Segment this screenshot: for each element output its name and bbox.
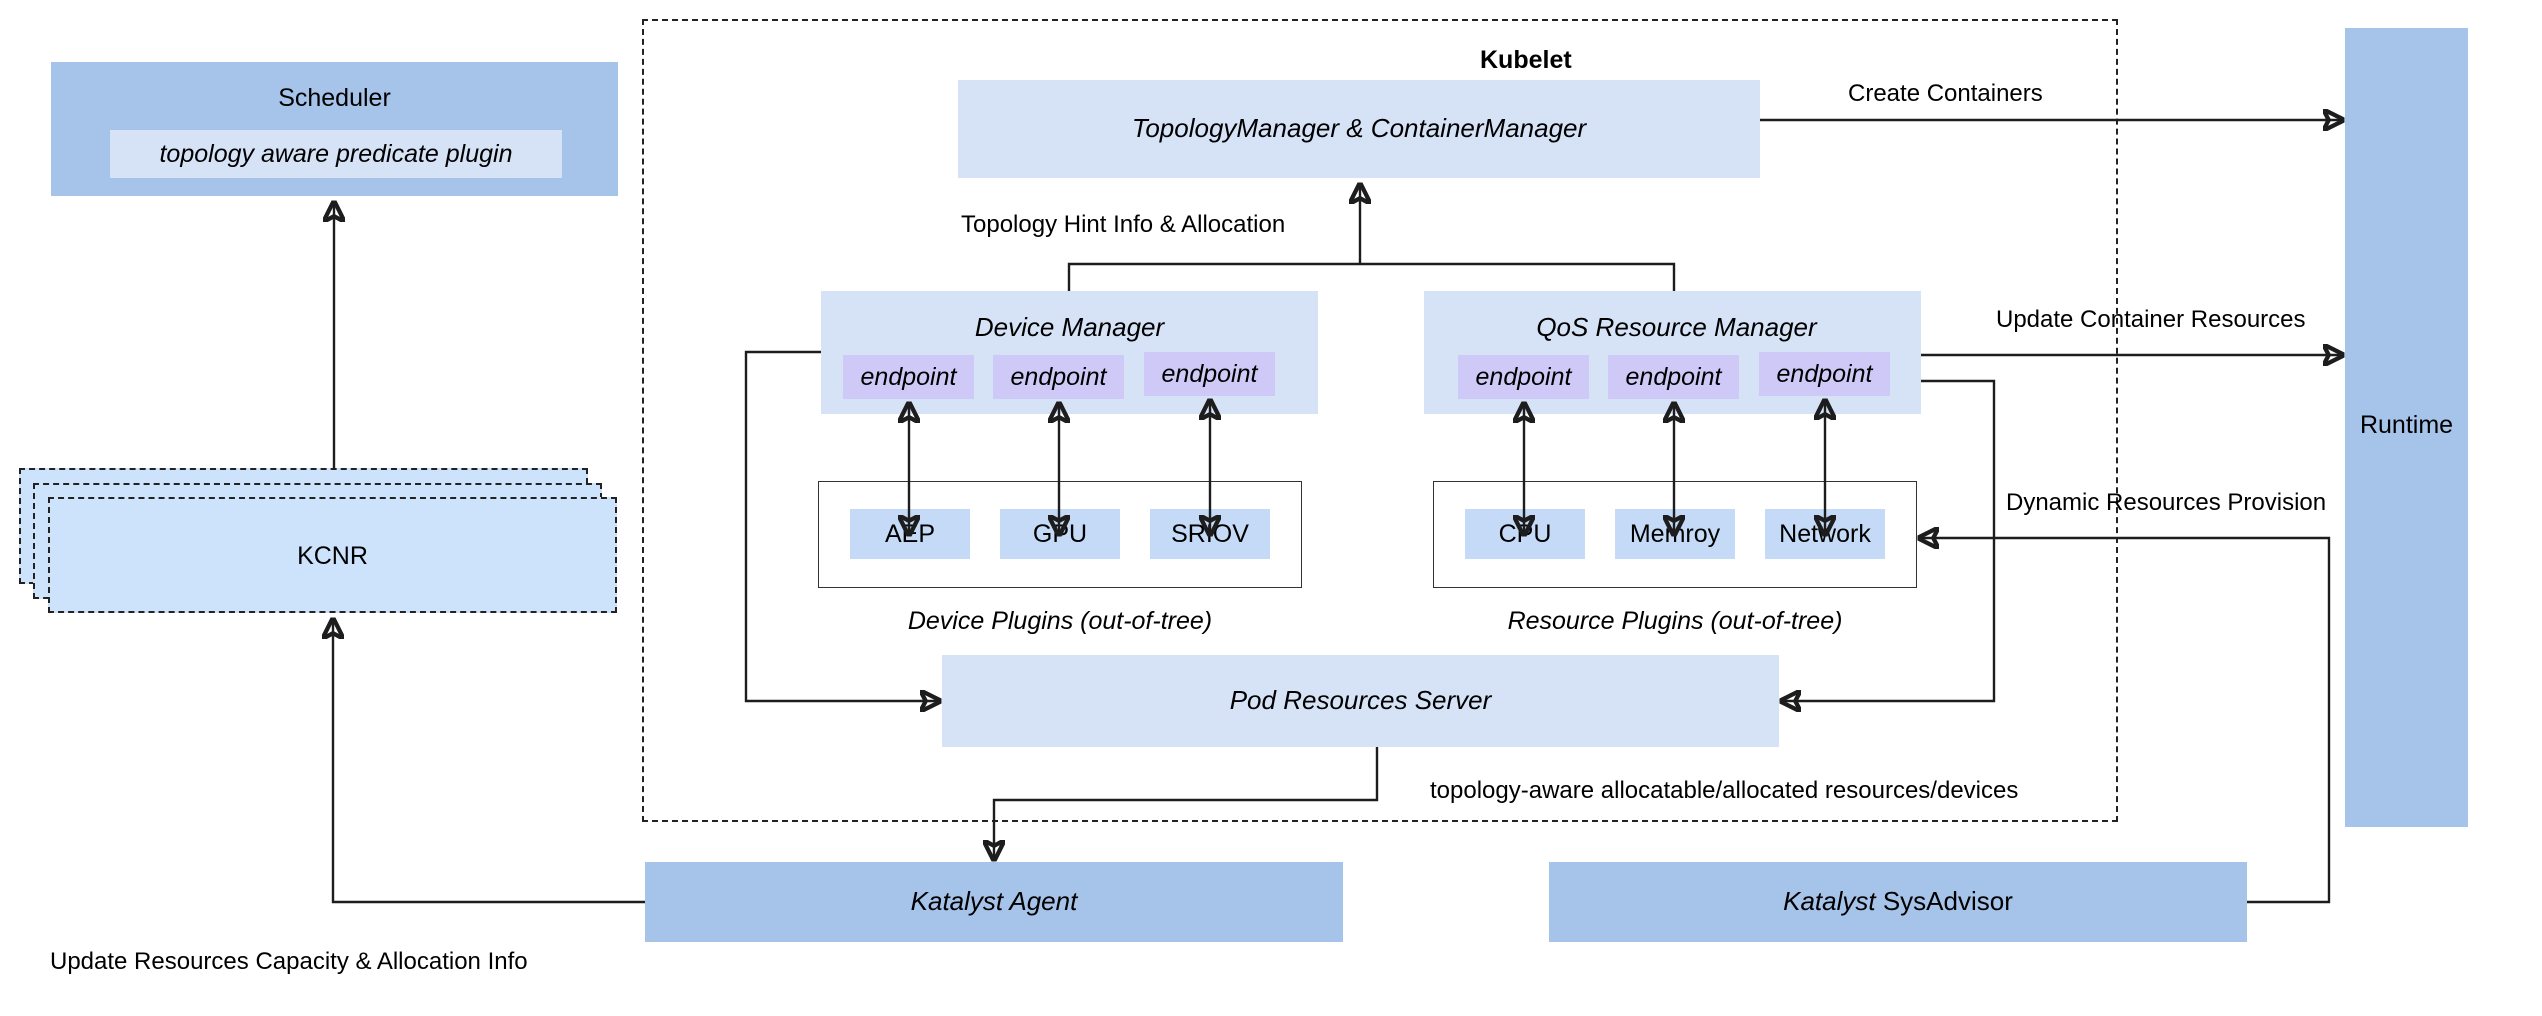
- device-endpoint-0-label: endpoint: [860, 362, 957, 391]
- scheduler-title: Scheduler: [278, 84, 391, 112]
- device-endpoint-2-label: endpoint: [1161, 359, 1258, 388]
- pod-resources-server-box[interactable]: Pod Resources Server: [942, 655, 1779, 747]
- edge-label-dynamic-resources-provision: Dynamic Resources Provision: [2006, 489, 2327, 516]
- scheduler-plugin-label: topology aware predicate plugin: [159, 139, 513, 168]
- topology-manager-box[interactable]: TopologyManager & ContainerManager: [958, 80, 1760, 178]
- device-plugin-sriov[interactable]: SRIOV: [1150, 509, 1270, 559]
- device-endpoint-0[interactable]: endpoint: [843, 355, 974, 399]
- resource-plugin-network[interactable]: Network: [1765, 509, 1885, 559]
- katalyst-sysadvisor-label-rest: SysAdvisor: [1875, 886, 2013, 917]
- edge-label-update-resources-capacity: Update Resources Capacity & Allocation I…: [50, 948, 528, 975]
- runtime-label: Runtime: [2359, 411, 2454, 439]
- katalyst-sysadvisor-label: Katalyst SysAdvisor: [1783, 886, 2013, 917]
- resource-plugins-caption: Resource Plugins (out-of-tree): [1507, 607, 1843, 635]
- pod-resources-server-label: Pod Resources Server: [1229, 685, 1492, 716]
- device-plugin-sriov-label: SRIOV: [1171, 519, 1249, 548]
- qos-endpoint-0-label: endpoint: [1475, 362, 1572, 391]
- device-plugin-aep[interactable]: AEP: [850, 509, 970, 559]
- katalyst-agent-box[interactable]: Katalyst Agent: [645, 862, 1343, 942]
- device-plugins-caption: Device Plugins (out-of-tree): [907, 607, 1213, 635]
- kcnr-card-front[interactable]: [48, 497, 617, 613]
- edge-label-update-container-resources: Update Container Resources: [1996, 306, 2306, 333]
- resource-plugin-memory[interactable]: Memroy: [1615, 509, 1735, 559]
- wire-agent-to-kcnr: [333, 621, 645, 904]
- scheduler-plugin-box[interactable]: topology aware predicate plugin: [110, 130, 562, 178]
- runtime-box[interactable]: [2345, 28, 2468, 827]
- topology-manager-label: TopologyManager & ContainerManager: [1131, 113, 1587, 144]
- kcnr-label: KCNR: [297, 542, 368, 570]
- device-manager-title: Device Manager: [974, 312, 1165, 342]
- resource-plugin-network-label: Network: [1779, 519, 1871, 548]
- qos-endpoint-0[interactable]: endpoint: [1458, 355, 1589, 399]
- device-plugin-gpu[interactable]: GPU: [1000, 509, 1120, 559]
- device-plugin-gpu-label: GPU: [1032, 519, 1088, 548]
- edge-label-create-containers: Create Containers: [1848, 80, 2043, 107]
- katalyst-agent-label: Katalyst Agent: [910, 886, 1078, 917]
- device-endpoint-1-label: endpoint: [1010, 362, 1107, 391]
- resource-plugin-cpu-label: CPU: [1498, 519, 1552, 548]
- qos-endpoint-1-label: endpoint: [1625, 362, 1722, 391]
- resource-plugin-memory-label: Memroy: [1629, 519, 1721, 548]
- qos-endpoint-1[interactable]: endpoint: [1608, 355, 1739, 399]
- device-endpoint-2[interactable]: endpoint: [1144, 352, 1275, 396]
- pod-resources-caption: topology-aware allocatable/allocated res…: [1430, 777, 2019, 804]
- kubelet-boundary: [642, 19, 2118, 822]
- katalyst-sysadvisor-label-italic: Katalyst: [1783, 886, 1876, 917]
- qos-endpoint-2[interactable]: endpoint: [1759, 352, 1890, 396]
- resource-plugin-cpu[interactable]: CPU: [1465, 509, 1585, 559]
- kubelet-title: Kubelet: [1480, 46, 1572, 74]
- device-endpoint-1[interactable]: endpoint: [993, 355, 1124, 399]
- katalyst-sysadvisor-box[interactable]: Katalyst SysAdvisor: [1549, 862, 2247, 942]
- qos-endpoint-2-label: endpoint: [1776, 359, 1873, 388]
- topology-hint-label: Topology Hint Info & Allocation: [961, 211, 1286, 238]
- device-plugin-aep-label: AEP: [884, 519, 936, 548]
- qos-resource-manager-title: QoS Resource Manager: [1536, 313, 1817, 342]
